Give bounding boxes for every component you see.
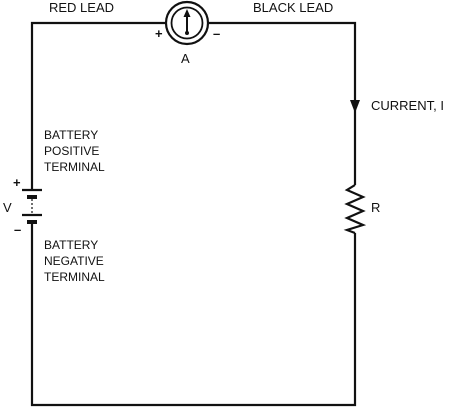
battery-negative-terminal-line-3: TERMINAL bbox=[44, 270, 105, 284]
wire-top-right bbox=[208, 21, 357, 185]
ammeter-needle-pivot bbox=[185, 31, 189, 35]
battery-negative-terminal-line-1: BATTERY bbox=[44, 238, 98, 252]
current-arrow-icon bbox=[350, 100, 360, 113]
battery-positive-terminal-line-2: POSITIVE bbox=[44, 144, 99, 158]
current-label: CURRENT, I bbox=[371, 98, 444, 113]
ammeter-plus-sign: + bbox=[155, 26, 163, 41]
ammeter bbox=[164, 0, 210, 46]
wire-top-left bbox=[30, 21, 166, 190]
battery-positive-terminal-line-3: TERMINAL bbox=[44, 160, 105, 174]
battery-positive-terminal-line-1: BATTERY bbox=[44, 128, 98, 142]
resistor-zigzag bbox=[343, 184, 367, 235]
black-lead-label: BLACK LEAD bbox=[253, 0, 333, 15]
battery-short-plate-bottom bbox=[27, 220, 37, 224]
ammeter-needle-tip bbox=[183, 9, 191, 17]
battery-symbol bbox=[22, 188, 42, 224]
battery-minus-sign: – bbox=[14, 222, 21, 237]
ammeter-label: A bbox=[181, 51, 190, 66]
red-lead-label: RED LEAD bbox=[49, 0, 114, 15]
voltage-label: V bbox=[3, 200, 12, 215]
battery-negative-terminal-line-2: NEGATIVE bbox=[44, 254, 104, 268]
resistor-label: R bbox=[371, 200, 380, 215]
battery-plus-sign: + bbox=[13, 175, 21, 190]
ammeter-minus-sign: – bbox=[213, 26, 220, 41]
battery-short-plate-top bbox=[27, 195, 37, 199]
wire-right-lower bbox=[30, 224, 357, 407]
